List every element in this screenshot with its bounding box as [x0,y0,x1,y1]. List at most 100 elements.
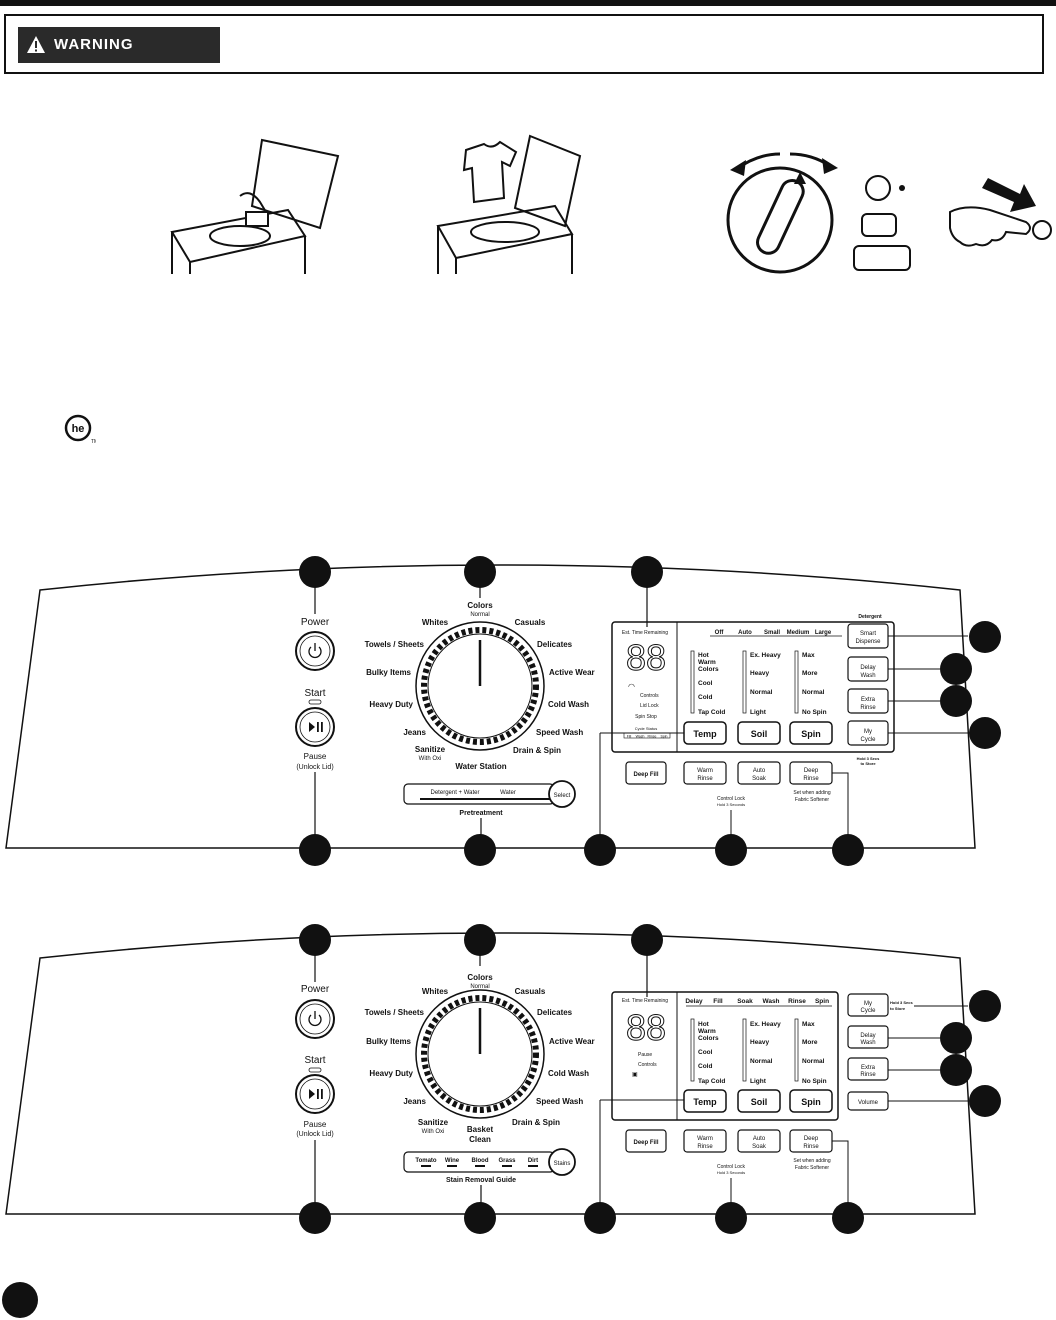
soil-button[interactable] [737,721,781,745]
softener-note: Set when adding [793,790,830,796]
temp_opts-option: Warm [698,1028,716,1035]
soil-label-2: Soil [751,1097,768,1107]
temp-label: Temp [693,729,717,739]
smart-dispense-label: Smart [860,631,876,637]
start-label: Start [304,688,325,699]
auto-soak-label-2: Soak [752,776,767,782]
cycle-dial-group-2: Colors Normal Whites Casuals Towels / Sh… [365,952,595,1144]
cycle-dial[interactable] [415,621,545,751]
temp_opts-option: Colors [698,666,719,673]
stain-option: Tomato [415,1158,437,1164]
delay-wash-button-2[interactable] [847,1025,889,1049]
my-cycle-button[interactable] [847,720,889,746]
time-digits-2: 88 [626,1007,666,1048]
power-button[interactable] [295,631,335,671]
cycle-speed-2: Speed Wash [536,1097,583,1106]
deep-fill-button[interactable] [625,761,667,785]
deep-rinse-button[interactable] [789,761,833,785]
stain-guide-label: Stain Removal Guide [446,1177,516,1184]
soil_opts-indicator-bar [742,650,747,714]
cycle-casuals: Casuals [515,618,546,627]
soil_opts-option: Ex. Heavy [750,652,781,659]
deep-fill-label-2: Deep Fill [633,1140,658,1146]
spin-button-2[interactable] [789,1089,833,1113]
svg-text:he: he [72,423,85,435]
cycle-sanitize: Sanitize [415,745,446,754]
callout-circles-panel2 [299,924,1001,1234]
warning-box [4,14,1044,74]
extra-rinse-button-2[interactable] [847,1057,889,1081]
select-cycle-illustration [726,152,911,274]
add-detergent-illustration [170,138,340,274]
cycle-dial-2[interactable] [415,989,545,1119]
display-group-2: Est. Time Remaining 88 Pause Controls ▣ … [599,952,968,1206]
volume-button[interactable] [847,1091,889,1111]
lid-lock-indicator: Lid Lock [640,703,659,709]
top-rule [0,0,1056,6]
status-item-2: Soak [737,998,753,1005]
step-illustrations [170,134,1052,274]
option-buttons: Deep Fill Warm Rinse Auto Soak Deep Rins… [625,761,849,840]
cycle-active-2: Active Wear [549,1037,595,1046]
spin_opts-option: Max [802,1021,815,1028]
extra-rinse-label-2: Extra [861,1065,876,1071]
power-button-2[interactable] [295,999,335,1039]
spin-stop-indicator: Spin Stop [635,714,657,720]
cycle-cold-2: Cold Wash [548,1069,589,1078]
delay-wash-button[interactable] [847,656,889,682]
temp-button[interactable] [683,721,727,745]
cycle-basket: Basket [467,1125,494,1134]
hold-3-seconds-note-2: Hold 3 Seconds [717,1170,745,1175]
controls-indicator-2: Controls [638,1062,657,1068]
cycle-normal-note-2: Normal [470,984,489,990]
status-item: Rinse [648,735,657,739]
unlock-lid-label: (Unlock Lid) [296,764,333,771]
auto-soak-button[interactable] [737,761,781,785]
deep-rinse-button-2[interactable] [789,1129,833,1153]
temp_opts-option: Tap Cold [698,709,725,716]
cycle-casuals-2: Casuals [515,987,546,996]
warm-rinse-button[interactable] [683,761,727,785]
my-cycle-label: My [864,729,872,735]
spin_opts-option: No Spin [802,1078,827,1085]
cycle-colors: Colors [467,601,493,610]
temp_opts-option: Cool [698,680,713,687]
smart-dispense-button[interactable] [847,623,889,649]
spin_opts-indicator-bar [794,1018,799,1082]
temp-button-2[interactable] [683,1089,727,1113]
start-label-2: Start [304,1055,325,1066]
extra-rinse-button[interactable] [847,688,889,714]
cycle-colors-2: Colors [467,973,493,982]
deep-fill-button-2[interactable] [625,1129,667,1153]
spin-label-2: Spin [801,1097,821,1107]
soil-button-2[interactable] [737,1089,781,1113]
play-pause-icon-2 [309,1089,315,1099]
cycle-active: Active Wear [549,668,595,677]
volume-label: Volume [858,1100,879,1106]
delay-wash-label: Delay [860,665,875,671]
auto-soak-button-2[interactable] [737,1129,781,1153]
display-group: Est. Time Remaining 88 ◠ Controls Lid Lo… [599,584,968,840]
soil_opts-option: Heavy [750,670,770,677]
temp_opts-option: Cool [698,1049,713,1056]
he-logo-icon: he TM [64,414,96,446]
warm-rinse-button-2[interactable] [683,1129,727,1153]
select-button[interactable] [548,780,576,808]
play-pause-icon [309,722,315,732]
stains-button[interactable] [548,1148,576,1176]
spin-button[interactable] [789,721,833,745]
softener-note-2b: Fabric Softener [795,1165,830,1171]
time-digits: 88 [626,637,666,678]
stains-label: Stains [554,1161,571,1167]
start-pause-button[interactable] [295,707,335,747]
to-store-note: to Store [860,761,876,766]
start-pause-button-2[interactable] [295,1074,335,1114]
my-cycle-button-2[interactable] [847,993,889,1017]
soil_opts-option: Ex. Heavy [750,1021,781,1028]
